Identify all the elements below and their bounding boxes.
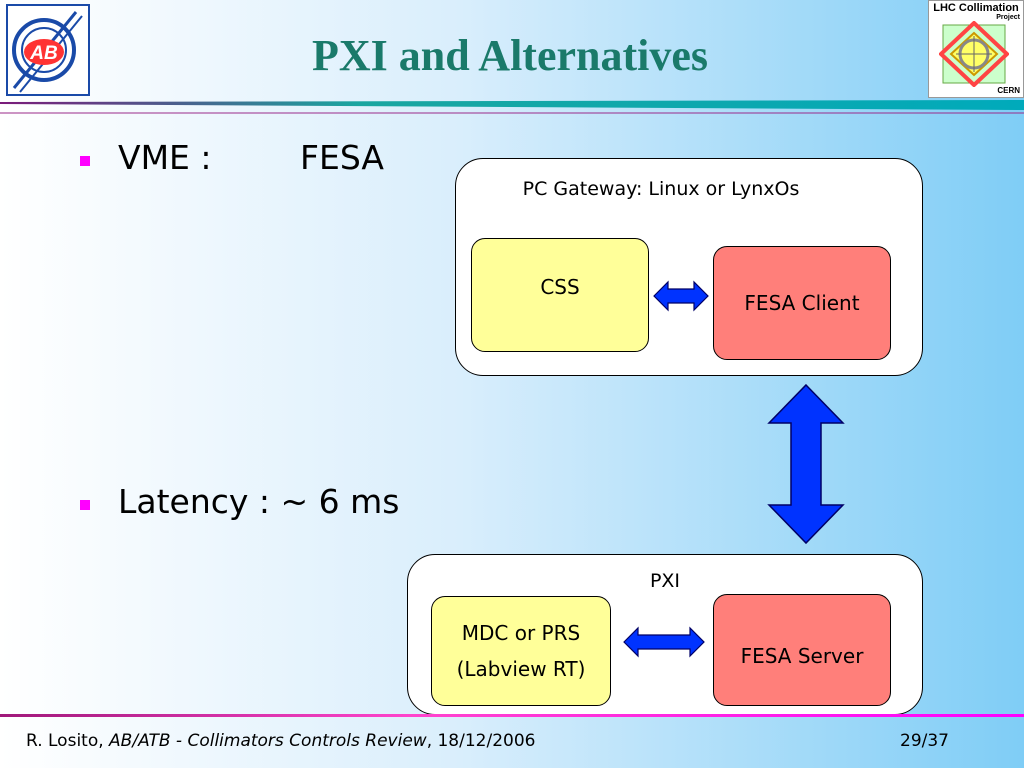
gateway-pxi-arrow bbox=[767, 383, 845, 545]
mdc-prs-label-line2: (Labview RT) bbox=[456, 657, 586, 681]
css-fesa-client-arrow bbox=[653, 280, 709, 312]
lhc-logo-subtitle: Project bbox=[996, 14, 1020, 21]
gateway-group-label: PC Gateway: Linux or LynxOs bbox=[522, 178, 800, 200]
lhc-collimation-logo: LHC Collimation Project CERN bbox=[928, 0, 1024, 98]
bullet-marker bbox=[80, 500, 90, 510]
pxi-group-label: PXI bbox=[649, 570, 681, 592]
mdc-prs-node: MDC or PRS (Labview RT) bbox=[431, 596, 611, 706]
ab-logo: AB bbox=[6, 4, 90, 96]
ab-logo-text: AB bbox=[29, 43, 58, 64]
footer-event: AB/ATB - Collimators Controls Review bbox=[109, 731, 427, 751]
footer-author: R. Losito, bbox=[26, 731, 110, 751]
bullet-marker bbox=[80, 156, 90, 166]
mdc-fesa-server-arrow bbox=[623, 626, 705, 658]
bullet-vme-label: VME : bbox=[118, 138, 212, 177]
lhc-logo-org: CERN bbox=[997, 86, 1020, 95]
fesa-client-label: FESA Client bbox=[744, 291, 860, 315]
css-node: CSS bbox=[471, 238, 649, 352]
footer-credit: R. Losito, AB/ATB - Collimators Controls… bbox=[26, 731, 535, 751]
fesa-client-node: FESA Client bbox=[713, 246, 891, 360]
slide-title: PXI and Alternatives bbox=[312, 31, 708, 80]
lhc-logo-title: LHC Collimation bbox=[933, 2, 1019, 14]
footer-date: , 18/12/2006 bbox=[426, 731, 536, 751]
mdc-prs-label-line1: MDC or PRS bbox=[461, 621, 581, 645]
footer-divider bbox=[0, 714, 1024, 717]
fesa-server-node: FESA Server bbox=[713, 594, 891, 706]
page-number: 29/37 bbox=[900, 731, 949, 751]
bullet-latency: Latency : ~ 6 ms bbox=[118, 482, 400, 521]
css-node-label: CSS bbox=[540, 275, 580, 299]
title-divider bbox=[0, 100, 1024, 114]
bullet-vme-value: FESA bbox=[300, 138, 384, 177]
fesa-server-label: FESA Server bbox=[740, 644, 864, 668]
